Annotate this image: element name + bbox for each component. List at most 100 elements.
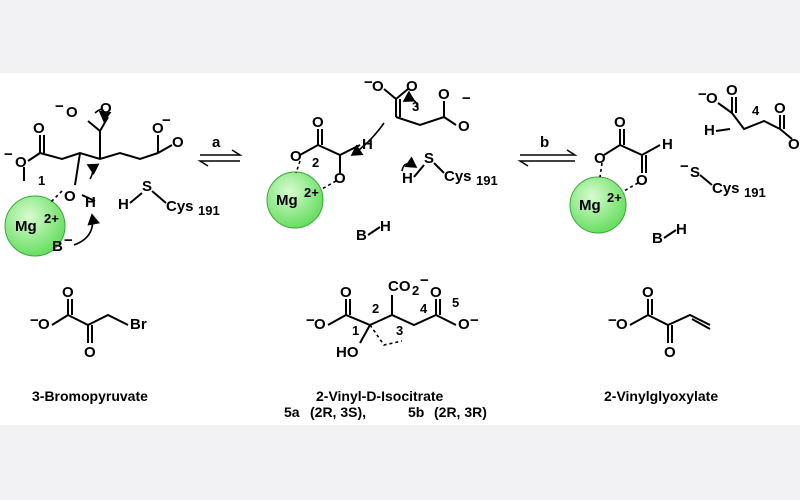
step-a-equilibrium: a	[197, 134, 243, 167]
isomer-5b-label: 5b	[408, 404, 424, 420]
o-label: O	[15, 154, 27, 171]
carbon-number-2: 2	[312, 155, 319, 170]
reverse-arrow	[197, 160, 240, 167]
electron-arrow	[94, 108, 112, 123]
c2-oh-bond	[74, 152, 81, 186]
o-label: O	[458, 316, 470, 333]
isocitrate-number-5: 5	[452, 295, 459, 310]
h-s-bond	[413, 164, 425, 178]
o-label: O	[152, 120, 164, 137]
minus-label: −	[698, 86, 707, 103]
o-label: O	[706, 90, 718, 107]
c5-o-bond	[157, 144, 173, 154]
mg-o-dash	[599, 162, 603, 178]
mg-label-2: Mg	[276, 192, 298, 209]
o-label: O	[62, 284, 74, 301]
mg-charge-2: 2+	[304, 185, 319, 200]
o-label: O	[314, 316, 326, 333]
minus-label: −	[470, 312, 479, 329]
b-h-bond	[367, 226, 381, 236]
step-b-label: b	[540, 134, 549, 151]
base-bh-h: H	[676, 221, 687, 238]
electron-arrow	[350, 122, 385, 156]
cys-number: 191	[744, 185, 766, 200]
o-label: O	[66, 104, 78, 121]
o-label: O	[340, 284, 352, 301]
co2-label: CO	[388, 278, 411, 295]
o-label: O	[33, 120, 45, 137]
base-bh-h: H	[380, 218, 391, 235]
mg-ion-circle-2	[266, 171, 324, 229]
s-label: S	[142, 178, 152, 195]
isocitrate-backbone-bond	[27, 151, 159, 162]
base-bh-b: B	[652, 230, 663, 247]
o-label: O	[100, 100, 112, 117]
cys-number: 191	[198, 203, 220, 218]
bromopyruvate-structure: − O O O Br 3-Bromopyruvate	[30, 284, 148, 404]
electron-arrow	[86, 163, 100, 180]
reverse-arrow	[517, 160, 575, 167]
isomer-5a-config: (2R, 3S),	[310, 404, 366, 420]
mg-o-dash	[623, 182, 639, 192]
minus-label: −	[364, 74, 373, 91]
minus-label: −	[680, 158, 689, 175]
o-label: O	[334, 170, 346, 187]
carbon-number-4: 4	[752, 103, 760, 118]
oh-h-bond	[81, 194, 96, 202]
isocitrate-ho-bond	[359, 324, 371, 344]
minus-label: −	[55, 98, 64, 115]
o-label: O	[438, 86, 450, 103]
minus-label: −	[30, 312, 39, 329]
glyoxylate-succinate-complex: Mg 2+ O O O H B H − O O O O 4 H − S Cys	[569, 82, 800, 247]
carbon-number-3: 3	[412, 99, 419, 114]
isocitrate-number-4: 4	[420, 301, 428, 316]
vinyl-isocitrate-structure: − O O O O − CO 2 − HO 1 2 3 4 5 2-Vinyl-…	[284, 272, 487, 420]
o-label: O	[594, 150, 606, 167]
enolate-bond	[383, 88, 397, 117]
compound-name-vinylglyoxylate: 2-Vinylglyoxylate	[604, 388, 718, 404]
h-label: H	[402, 170, 413, 187]
c3-carboxylate-bond	[87, 120, 101, 159]
s-cys-bond	[151, 190, 167, 204]
carbon-number-1: 1	[38, 173, 45, 188]
h-label: H	[362, 136, 373, 153]
o-label: O	[406, 78, 418, 95]
o-label: O	[172, 134, 184, 151]
base-bh-b: B	[356, 227, 367, 244]
isocitrate-number-1: 1	[352, 323, 359, 338]
isocitrate-backbone-bond	[327, 313, 457, 327]
minus-label: −	[462, 90, 471, 107]
o-label: O	[312, 114, 324, 131]
o-label: O	[642, 284, 654, 301]
s-label: S	[690, 164, 700, 181]
b-h-bond	[663, 229, 677, 239]
o-label: O	[430, 284, 442, 301]
o-label: O	[372, 78, 384, 95]
mg-o-dash	[295, 160, 301, 174]
ho-label: HO	[336, 344, 359, 361]
co2-subscript: 2	[412, 283, 419, 298]
step-a-label: a	[212, 134, 221, 151]
minus-label: −	[4, 146, 13, 163]
s-cys-bond	[699, 174, 713, 186]
o-label: O	[664, 344, 676, 361]
o-label: O	[616, 316, 628, 333]
s-label: S	[424, 150, 434, 167]
glyoxylate-enolate-complex: Mg 2+ O O O H 2 B H − O O O O − 3 H S	[266, 74, 498, 244]
reaction-scheme-canvas: Mg 2+ O O − O − O O O − O H 1 B − H	[0, 73, 800, 425]
h-label: H	[662, 136, 673, 153]
glyoxylate-bond	[603, 143, 661, 157]
electron-arrow	[402, 90, 419, 108]
mg-charge-1: 2+	[44, 211, 59, 226]
cys-label: Cys	[712, 180, 740, 197]
mg-ion-circle-1	[4, 195, 66, 257]
isocitrate-number-3: 3	[396, 323, 403, 338]
cys-label: Cys	[166, 198, 194, 215]
minus-label: −	[64, 232, 73, 249]
succinate-chain-bond	[731, 112, 781, 131]
o-label: O	[290, 148, 302, 165]
compound-name-bromopyruvate: 3-Bromopyruvate	[32, 388, 148, 404]
o-label: O	[788, 136, 800, 153]
h-s-bond	[129, 192, 143, 204]
electron-arrow	[401, 156, 418, 172]
